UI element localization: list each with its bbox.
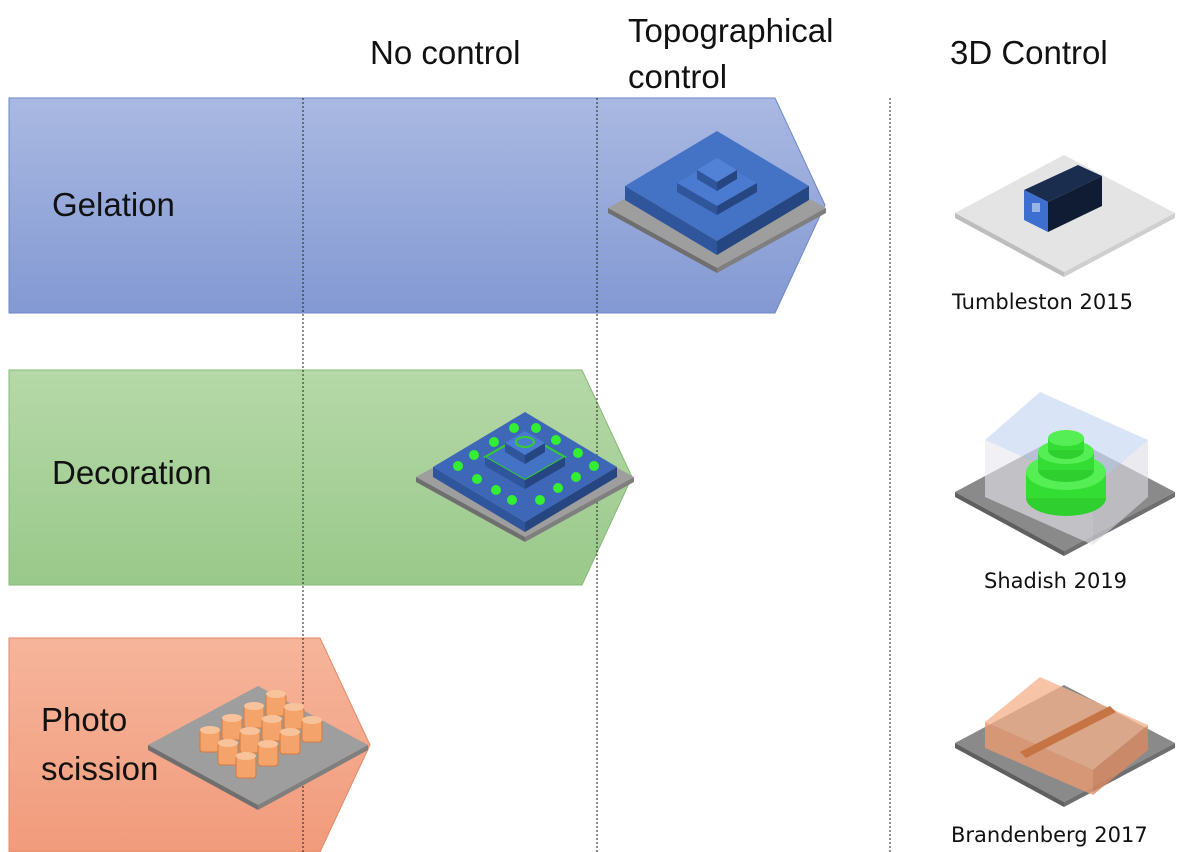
gelation-arrow xyxy=(8,97,826,314)
row-label-gelation: Gelation xyxy=(52,186,175,223)
column-header-topographical-line1: Topographical xyxy=(628,12,833,49)
tumbleston-illustration xyxy=(955,155,1175,277)
column-header-topographical-line2: control xyxy=(628,58,727,95)
reference-shadish: Shadish 2019 xyxy=(984,569,1127,593)
row-label-photo-scission-line2: scission xyxy=(41,750,158,787)
reference-brandenberg: Brandenberg 2017 xyxy=(951,823,1148,847)
column-header-3d-control: 3D Control xyxy=(950,34,1108,71)
brandenberg-illustration xyxy=(955,677,1175,807)
row-label-decoration: Decoration xyxy=(52,454,212,491)
decoration-pyramid-illustration xyxy=(416,412,634,542)
gelation-pyramid-illustration xyxy=(608,131,826,273)
row-label-photo-scission-line1: Photo xyxy=(41,701,127,738)
column-header-no-control: No control xyxy=(370,34,520,71)
shadish-illustration xyxy=(955,392,1175,556)
photo-scission-pillars-illustration xyxy=(148,686,368,810)
decoration-arrow xyxy=(8,369,633,586)
reference-tumbleston: Tumbleston 2015 xyxy=(951,290,1133,314)
